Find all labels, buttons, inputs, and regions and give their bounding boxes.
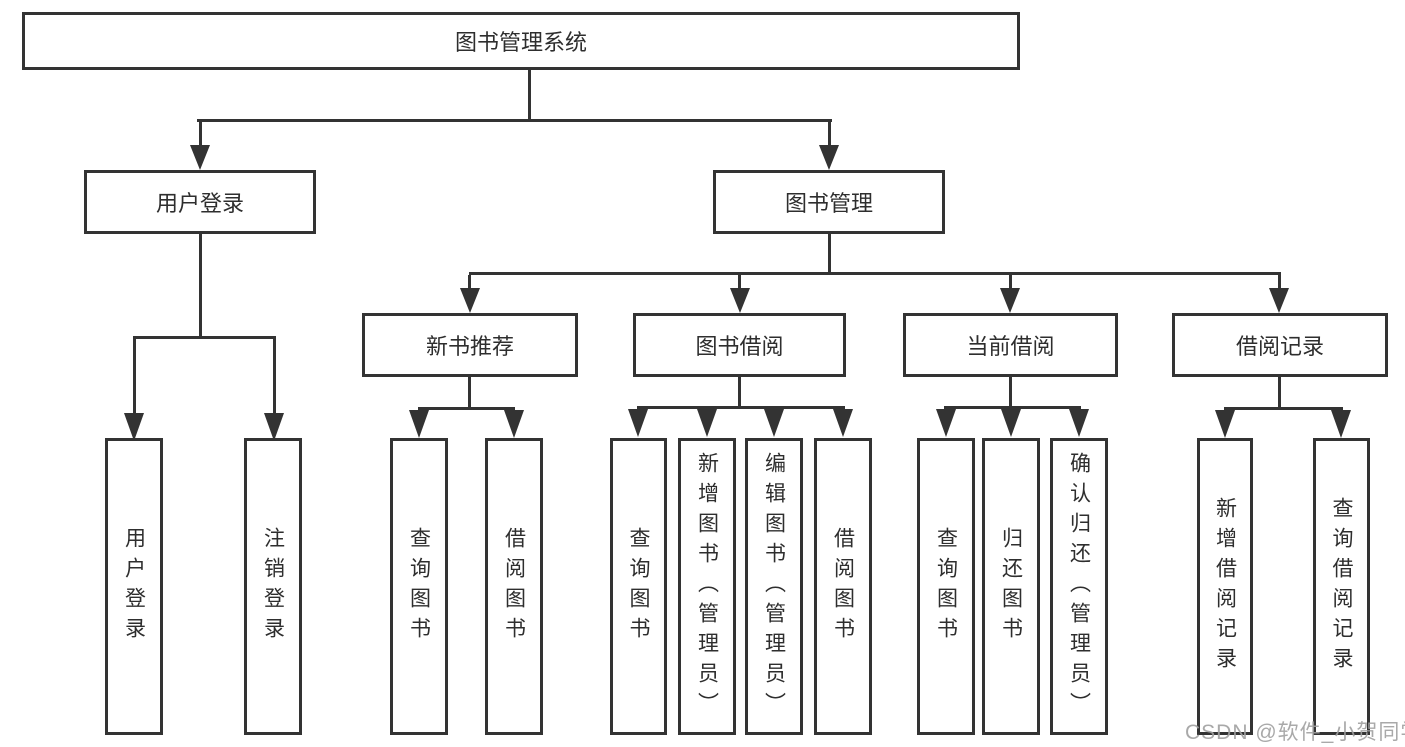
connector-stem-leaf-logout	[273, 339, 276, 413]
leaf-user-login: 用户登录	[105, 438, 163, 735]
connector-user-login-split	[133, 336, 276, 339]
arrow-to-leaf-login	[124, 413, 144, 441]
arrow-to-user-login	[190, 145, 210, 170]
node-new-book-recommend: 新书推荐	[362, 313, 578, 377]
arrow-to-cb-return	[1001, 409, 1021, 437]
leaf-cb-query-book: 查询图书	[917, 438, 975, 735]
connector-stem-book-borrow	[738, 275, 741, 288]
leaf-nb-borrow-book: 借阅图书	[485, 438, 543, 735]
connector-new-book-drop	[468, 377, 471, 407]
leaf-logout: 注销登录	[244, 438, 302, 735]
node-user-login-label: 用户登录	[155, 191, 244, 216]
leaf-bb-query-book: 查询图书	[610, 438, 667, 735]
connector-stem-leaf-login	[133, 339, 136, 413]
connector-current-borrow-drop	[1009, 377, 1012, 406]
arrow-to-current-borrow	[1000, 288, 1020, 313]
node-user-login: 用户登录	[84, 170, 316, 234]
leaf-cb-confirm-return-admin: 确认归还（管理员）	[1050, 438, 1108, 735]
connector-stem-user-login	[199, 122, 202, 145]
node-root-label: 图书管理系统	[454, 30, 587, 55]
leaf-cb-return-book-label: 归还图书	[999, 526, 1023, 647]
leaf-br-add-record-label: 新增借阅记录	[1213, 496, 1237, 677]
connector-stem-borrow-record	[1278, 275, 1281, 288]
leaf-cb-query-book-label: 查询图书	[934, 526, 958, 647]
node-root-library-management-system: 图书管理系统	[22, 12, 1020, 70]
connector-stem-new-book	[468, 275, 471, 288]
arrow-to-br-add	[1215, 410, 1235, 438]
node-borrow-record-label: 借阅记录	[1235, 334, 1324, 359]
node-book-mgmt-label: 图书管理	[784, 191, 873, 216]
leaf-bb-edit-book-admin-label: 编辑图书（管理员）	[762, 451, 786, 722]
leaf-bb-borrow-book: 借阅图书	[814, 438, 872, 735]
leaf-bb-borrow-book-label: 借阅图书	[831, 526, 855, 647]
connector-root-split	[197, 119, 832, 122]
connector-stem-current-borrow	[1009, 275, 1012, 288]
leaf-cb-confirm-return-admin-label: 确认归还（管理员）	[1067, 451, 1091, 722]
arrow-to-new-book	[460, 288, 480, 313]
leaf-nb-query-book: 查询图书	[390, 438, 448, 735]
node-book-mgmt: 图书管理	[713, 170, 945, 234]
connector-stem-book-mgmt	[828, 122, 831, 145]
connector-user-login-drop	[199, 234, 202, 336]
node-current-borrow: 当前借阅	[903, 313, 1118, 377]
csdn-watermark: CSDN @软件_小贺同学	[1185, 721, 1405, 744]
leaf-bb-add-book-admin-label: 新增图书（管理员）	[695, 451, 719, 722]
leaf-nb-query-book-label: 查询图书	[407, 526, 431, 647]
connector-book-borrow-split	[637, 406, 845, 409]
node-new-book-recommend-label: 新书推荐	[425, 334, 514, 359]
connector-book-borrow-drop	[738, 377, 741, 406]
arrow-to-leaf-logout	[264, 413, 284, 441]
arrow-to-nb-borrow	[504, 410, 524, 438]
node-current-borrow-label: 当前借阅	[966, 334, 1055, 359]
arrow-to-bb-edit	[764, 409, 784, 437]
leaf-bb-edit-book-admin: 编辑图书（管理员）	[745, 438, 803, 735]
node-borrow-record: 借阅记录	[1172, 313, 1388, 377]
leaf-nb-borrow-book-label: 借阅图书	[502, 526, 526, 647]
arrow-to-bb-query	[628, 409, 648, 437]
arrow-to-bb-add	[697, 409, 717, 437]
connector-borrow-record-drop	[1278, 377, 1281, 407]
arrow-to-nb-query	[409, 410, 429, 438]
leaf-br-add-record: 新增借阅记录	[1197, 438, 1253, 735]
node-book-borrow: 图书借阅	[633, 313, 846, 377]
leaf-bb-add-book-admin: 新增图书（管理员）	[678, 438, 736, 735]
connector-root-trunk	[528, 70, 531, 122]
leaf-bb-query-book-label: 查询图书	[627, 526, 650, 647]
arrow-to-cb-confirm	[1069, 409, 1089, 437]
connector-new-book-split	[418, 407, 515, 410]
leaf-logout-label: 注销登录	[261, 526, 285, 647]
leaf-br-query-record-label: 查询借阅记录	[1330, 496, 1353, 677]
arrow-to-bb-borrow	[833, 409, 853, 437]
arrow-to-cb-query	[936, 409, 956, 437]
connector-book-mgmt-drop	[828, 234, 831, 272]
node-book-borrow-label: 图书借阅	[695, 334, 784, 359]
arrow-to-br-query	[1331, 410, 1351, 438]
arrow-to-book-mgmt	[819, 145, 839, 170]
connector-current-borrow-split	[944, 406, 1081, 409]
leaf-cb-return-book: 归还图书	[982, 438, 1040, 735]
leaf-br-query-record: 查询借阅记录	[1313, 438, 1370, 735]
connector-borrow-record-split	[1224, 407, 1343, 410]
connector-book-mgmt-split	[469, 272, 1281, 275]
arrow-to-book-borrow	[730, 288, 750, 313]
leaf-user-login-label: 用户登录	[122, 526, 146, 647]
arrow-to-borrow-record	[1269, 288, 1289, 313]
